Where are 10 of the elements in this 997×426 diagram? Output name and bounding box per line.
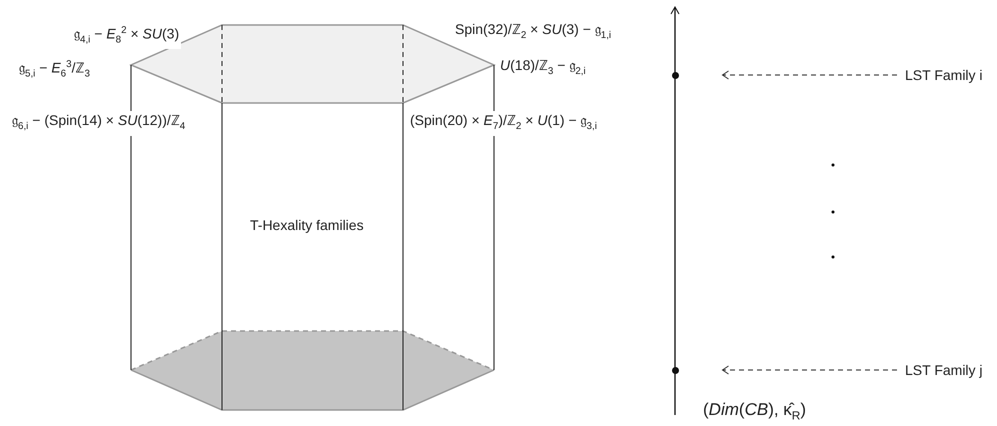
vertex-label: 𝔤$_{6,i}$ − (Spin(14) × SU(12))/ℤ$_{4}$: [10, 111, 188, 136]
axis-label: (Dim(CB), κ̂$_{R}$): [703, 401, 806, 424]
vertex-label: (Spin(20) × E$_{7}$)/ℤ$_{2}$ × U(1) − 𝔤$_{3,i}$: [408, 111, 599, 136]
family-label: LST Family i: [905, 66, 983, 84]
arrow: [722, 70, 898, 80]
point-marker: [672, 366, 678, 374]
family-label: LST Family j: [905, 361, 983, 379]
point-marker: [672, 72, 678, 78]
arrow: [722, 366, 898, 374]
center-label: T-Hexality families: [250, 216, 364, 234]
